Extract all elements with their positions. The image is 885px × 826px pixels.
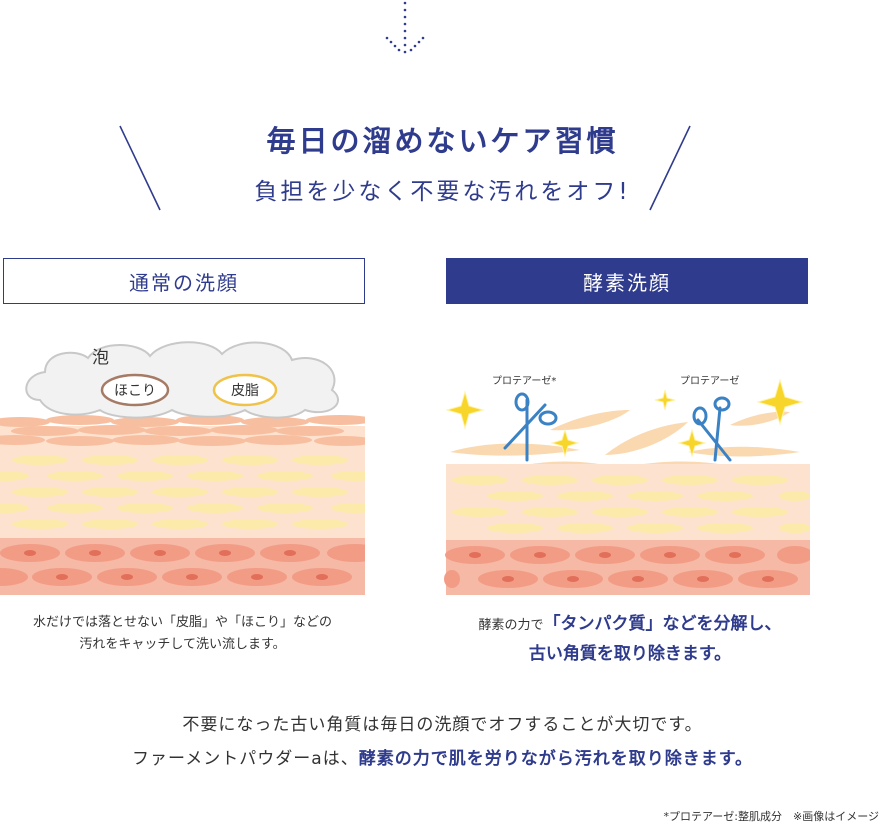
scissors-icon [503,392,558,462]
normal-wash-illustration: 泡 ほこり 皮脂 [0,341,365,595]
summary-line1: 不要になった古い角質は毎日の洗顔でオフすることが大切です。 [182,715,703,735]
down-arrow-icon [385,1,425,54]
normal-caption-line2: 汚れをキャッチして洗い流します。 [79,637,286,652]
page-subtitle: 負担を少なく不要な汚れをオフ! [254,179,631,205]
enzyme-caption-highlight: 「タンパク質」などを分解し、 [543,614,782,634]
sparkle-icon [654,389,676,411]
dust-label: ほこり [114,383,156,399]
sparkle-icon [445,390,485,430]
page-title: 毎日の溜めないケア習慣 [266,124,619,158]
enzyme-caption-line2: 古い角質を取り除きます。 [528,644,732,664]
summary-line2-pre: ファーメントパウダーaは、 [131,749,359,769]
foam-label: 泡 [92,348,109,368]
sparkle-icon [756,378,804,426]
decorative-slash-right [649,125,691,211]
enzyme-wash-illustration: プロテアーゼ* プロテアーゼ [444,375,810,595]
sparkle-icon [677,428,707,458]
summary-line2-highlight: 酵素の力で肌を労りながら汚れを取り除きます。 [358,749,754,769]
summary-text: 不要になった古い角質は毎日の洗顔でオフすることが大切です。 ファーメントパウダー… [0,708,885,776]
sebum-label: 皮脂 [231,383,259,399]
protease-label-1: プロテアーゼ* [492,375,556,387]
scissors-icon [692,396,732,462]
enzyme-wash-caption: 酵素の力で「タンパク質」などを分解し、 古い角質を取り除きます。 [440,610,820,668]
enzyme-caption-pre: 酵素の力で [478,618,544,633]
cloud-icon [25,341,339,419]
normal-caption-line1: 水だけでは落とせない「皮脂」や「ほこり」などの [32,615,332,630]
enzyme-wash-label: 酵素洗顔 [446,258,808,304]
protease-label-2: プロテアーゼ [680,375,739,387]
normal-wash-label: 通常の洗顔 [3,258,365,304]
footnote: *プロテアーゼ:整肌成分 ※画像はイメージ [663,810,879,823]
normal-wash-caption: 水だけでは落とせない「皮脂」や「ほこり」などの 汚れをキャッチして洗い流します。 [0,612,365,656]
dust-bubble [100,373,170,407]
sebum-bubble [212,373,278,407]
sparkle-icon [550,428,580,458]
decorative-slash-left [119,125,161,211]
